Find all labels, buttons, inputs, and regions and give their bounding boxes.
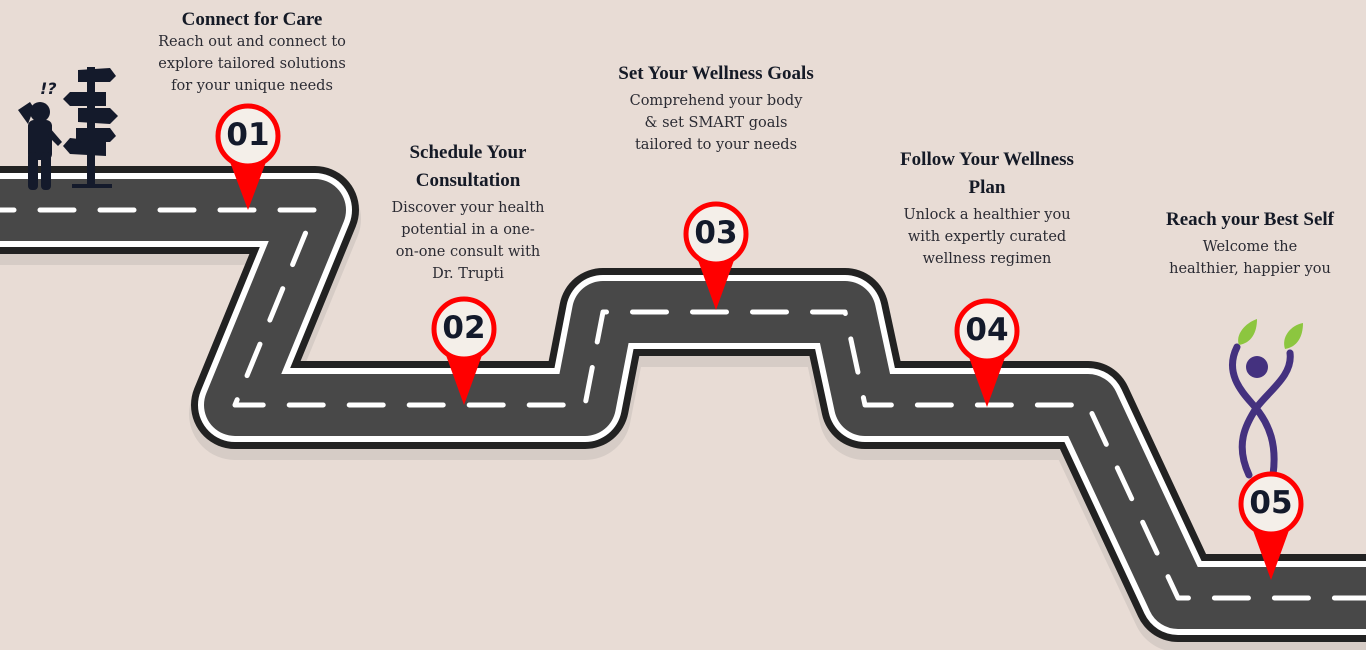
step-5-text: Reach your Best Self Welcome the healthi… bbox=[1160, 206, 1340, 280]
step-4-pin: 04 bbox=[952, 297, 1022, 407]
step-3-pin: 03 bbox=[681, 200, 751, 310]
step-title: Follow Your Wellness Plan bbox=[900, 149, 1074, 198]
map-pin-icon bbox=[1238, 471, 1304, 580]
step-body-line: Reach out and connect to bbox=[158, 34, 346, 50]
step-body-line: Comprehend your body bbox=[629, 93, 803, 109]
step-body-line: tailored to your needs bbox=[634, 137, 798, 153]
step-3-text: Set Your Wellness Goals Comprehend your … bbox=[616, 60, 816, 156]
confused-marks: !? bbox=[40, 79, 57, 98]
map-pin-icon bbox=[683, 201, 749, 310]
step-body-line: Dr. Trupti bbox=[432, 266, 504, 282]
step-5-pin: 05 bbox=[1236, 470, 1306, 580]
step-number: 03 bbox=[694, 215, 738, 251]
step-body-line: for your unique needs bbox=[171, 78, 333, 94]
step-body-line: Unlock a healthier you bbox=[903, 207, 1071, 223]
step-body-line: with expertly curated bbox=[907, 229, 1067, 245]
step-1-pin: 01 bbox=[213, 102, 283, 212]
step-body-line: potential in a one- bbox=[401, 222, 535, 238]
step-body-line: on-one consult with bbox=[395, 244, 541, 260]
step-body-line: healthier, happier you bbox=[1169, 261, 1331, 277]
step-1-text: Connect for Care Reach out and connect t… bbox=[142, 6, 362, 97]
step-2-text: Schedule Your Consultation Discover your… bbox=[378, 139, 558, 285]
step-title: Reach your Best Self bbox=[1166, 209, 1334, 230]
step-number: 05 bbox=[1249, 485, 1293, 521]
step-body-line: Welcome the bbox=[1202, 239, 1298, 255]
map-pin-icon bbox=[954, 298, 1020, 407]
map-pin-icon bbox=[215, 103, 281, 210]
step-number: 04 bbox=[965, 312, 1009, 348]
step-title: Connect for Care bbox=[181, 9, 323, 30]
step-number: 01 bbox=[226, 117, 270, 153]
step-4-text: Follow Your Wellness Plan Unlock a healt… bbox=[887, 146, 1087, 270]
step-number: 02 bbox=[442, 310, 486, 346]
step-body-line: & set SMART goals bbox=[644, 115, 788, 131]
map-pin-icon bbox=[431, 296, 497, 405]
step-title: Schedule Your Consultation bbox=[409, 142, 527, 191]
step-2-pin: 02 bbox=[429, 295, 499, 405]
step-title: Set Your Wellness Goals bbox=[618, 63, 814, 84]
step-body-line: Discover your health bbox=[391, 200, 545, 216]
confused-person-icon: !? bbox=[18, 67, 118, 190]
wellness-figure-icon bbox=[1228, 319, 1303, 479]
step-body-line: explore tailored solutions bbox=[158, 56, 346, 72]
step-body-line: wellness regimen bbox=[922, 251, 1052, 267]
